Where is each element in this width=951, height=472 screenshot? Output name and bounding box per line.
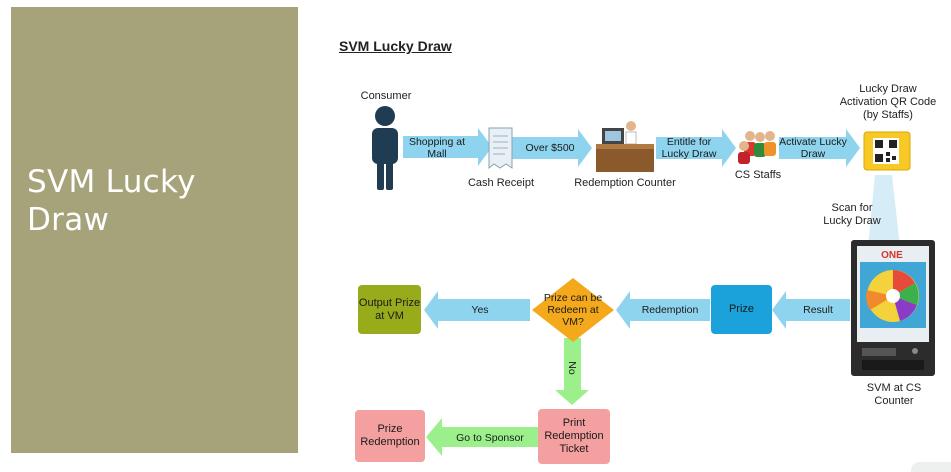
- print-ticket-box: Print Redemption Ticket: [538, 409, 610, 464]
- print-ticket-text: Print Redemption Ticket: [544, 417, 604, 455]
- prize-redemption-box: Prize Redemption: [355, 410, 425, 462]
- side-panel: [11, 7, 298, 453]
- scan-beam: [868, 175, 900, 247]
- arrow-over-text: Over $500: [525, 142, 575, 154]
- svm-label: SVM at CS Counter: [866, 382, 922, 407]
- corner-decoration: [911, 462, 951, 472]
- decision-text: Prize can be Redeem at VM?: [543, 292, 603, 328]
- arrow-activate-text: Activate Lucky Draw: [779, 136, 847, 160]
- cs-staffs-icon: [738, 131, 776, 164]
- arrow-sponsor: [426, 418, 538, 456]
- vm-brand-text: ONE: [881, 250, 903, 261]
- arrow-no: [555, 338, 589, 405]
- arrow-redemption-text: Redemption: [641, 304, 699, 316]
- arrow-result: [772, 291, 850, 329]
- arrow-yes-text: Yes: [471, 304, 489, 316]
- arrow-entitle: [656, 129, 736, 167]
- cash-receipt-label: Cash Receipt: [467, 177, 535, 189]
- counter-icon: [596, 121, 654, 172]
- output-prize-text: Output Prize at VM: [358, 296, 421, 322]
- slide-title: SVM Lucky Draw: [27, 164, 196, 238]
- arrow-redemption: [616, 291, 710, 329]
- scan-label: Scan for Lucky Draw: [823, 202, 881, 227]
- qr-code-label: Lucky Draw Activation QR Code (by Staffs…: [839, 83, 937, 121]
- prize-text: Prize: [728, 303, 755, 315]
- arrow-no-text: No: [566, 361, 578, 375]
- consumer-label: Consumer: [360, 90, 412, 102]
- prize-redemption-text: Prize Redemption: [360, 423, 420, 448]
- arrow-over: [512, 129, 592, 167]
- decision-text-box: Prize can be Redeem at VM?: [538, 290, 608, 330]
- redemption-counter-label: Redemption Counter: [574, 177, 676, 189]
- arrow-activate: [779, 129, 860, 167]
- arrow-shopping: [403, 128, 492, 166]
- consumer-icon: [372, 106, 398, 190]
- arrow-sponsor-text: Go to Sponsor: [456, 432, 524, 444]
- receipt-icon: [488, 127, 513, 170]
- diagram-title: SVM Lucky Draw: [339, 38, 452, 54]
- cs-staffs-label: CS Staffs: [734, 169, 782, 181]
- arrow-shopping-text: Shopping at Mall: [408, 136, 466, 160]
- arrow-entitle-text: Entitle for Lucky Draw: [661, 136, 717, 160]
- prize-box: Prize: [711, 285, 772, 334]
- vending-machine-icon: [851, 240, 935, 376]
- output-prize-box: Output Prize at VM: [358, 285, 421, 334]
- arrow-result-text: Result: [803, 304, 833, 316]
- qr-code-icon: [863, 131, 911, 171]
- arrow-yes: [424, 291, 530, 329]
- decision-diamond: [532, 278, 614, 342]
